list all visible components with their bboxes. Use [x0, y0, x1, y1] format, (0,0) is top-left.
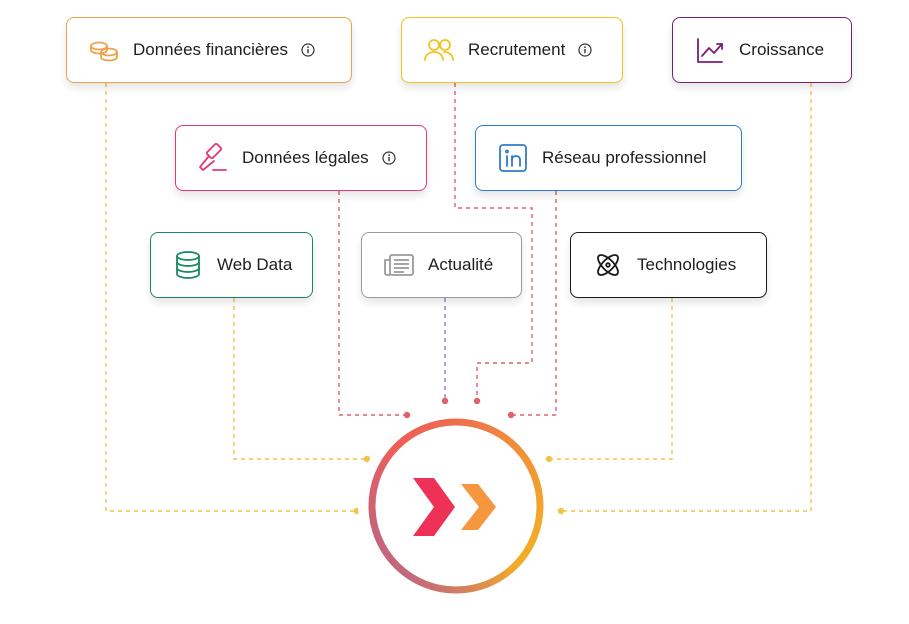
- node-label: Web Data: [217, 255, 293, 274]
- wire-growth: [561, 83, 812, 512]
- wire-recruitment: [454, 83, 533, 401]
- newspaper-icon: [382, 248, 416, 282]
- wire-financial: [105, 83, 357, 512]
- node-label: Réseau professionnel: [542, 148, 707, 167]
- gavel-icon: [196, 141, 230, 175]
- node-recrutement[interactable]: Recrutement: [401, 17, 623, 83]
- node-label: Technologies: [637, 255, 737, 274]
- node-donnees-financieres[interactable]: Données financières: [66, 17, 352, 83]
- coins-icon: [87, 33, 121, 67]
- connector-dot: [441, 397, 449, 405]
- atom-icon: [591, 248, 625, 282]
- database-icon: [171, 248, 205, 282]
- node-reseau-professionnel[interactable]: Réseau professionnel: [475, 125, 742, 191]
- connector-dot: [507, 411, 515, 419]
- node-label: Actualité: [428, 255, 494, 274]
- chart-line-icon: [693, 33, 727, 67]
- connector-dot: [545, 455, 553, 463]
- users-icon: [422, 33, 456, 67]
- info-icon[interactable]: [382, 151, 396, 165]
- info-icon[interactable]: [301, 43, 315, 57]
- wire-tech: [549, 298, 673, 460]
- wire-legal: [338, 191, 407, 416]
- node-technologies[interactable]: Technologies: [570, 232, 767, 298]
- double-chevron-logo-icon: [413, 478, 496, 536]
- linkedin-icon: [496, 141, 530, 175]
- wire-webdata: [233, 298, 367, 460]
- connector-dot: [403, 411, 411, 419]
- node-label: Données financières: [133, 40, 288, 59]
- wire-network: [511, 191, 557, 416]
- node-donnees-legales[interactable]: Données légales: [175, 125, 427, 191]
- node-label: Recrutement: [468, 40, 566, 59]
- info-icon[interactable]: [578, 43, 592, 57]
- node-label: Données légales: [242, 148, 369, 167]
- node-actualite[interactable]: Actualité: [361, 232, 522, 298]
- connector-dot: [557, 507, 565, 515]
- node-web-data[interactable]: Web Data: [150, 232, 313, 298]
- node-croissance[interactable]: Croissance: [672, 17, 852, 83]
- node-label: Croissance: [739, 40, 825, 59]
- hub-logo: [358, 408, 554, 604]
- connector-dot: [473, 397, 481, 405]
